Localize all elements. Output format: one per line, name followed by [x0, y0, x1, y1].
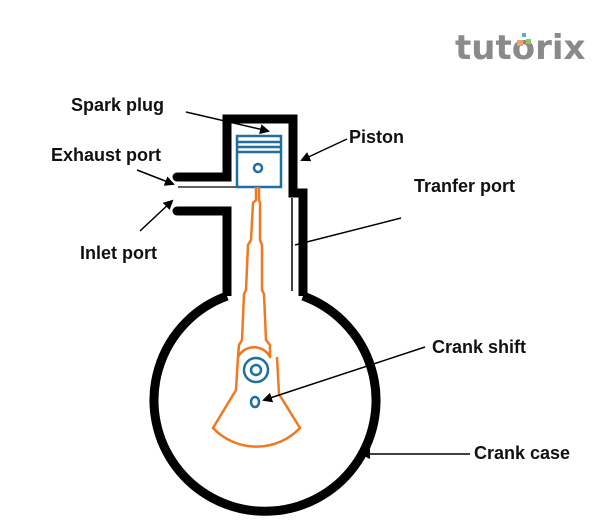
label-spark-plug: Spark plug: [71, 95, 164, 115]
connecting-rod-outline: [236, 187, 272, 359]
cylinder-head-outline: [178, 114, 308, 296]
crank-case-outline: [149, 291, 381, 516]
connecting-rod: [211, 187, 302, 448]
crank-web-outline: [211, 356, 302, 448]
leader-lines: [136, 111, 470, 459]
logo-dot-orange: [517, 40, 523, 46]
spark-plug-leader: [185, 111, 270, 135]
label-piston: Piston: [349, 127, 404, 147]
piston: [235, 134, 283, 189]
logo-dot-blue: [522, 33, 526, 37]
big-end-outer: [242, 356, 270, 384]
piston-leader: [300, 138, 348, 162]
big-end-inner: [249, 363, 263, 377]
engine-body: [149, 114, 381, 516]
exhaust-port-leader: [136, 169, 175, 186]
transfer-port-leader: [294, 217, 402, 246]
crank-shaft-pin: [249, 395, 261, 409]
label-inlet-port: Inlet port: [80, 243, 157, 263]
crank-shaft: [242, 356, 270, 409]
label-transfer-port: Tranfer port: [414, 176, 515, 196]
gudgeon-pin: [252, 162, 264, 174]
crank-shift-leader: [262, 346, 426, 403]
exhaust-port-end: [172, 172, 182, 182]
inlet-port-leader: [139, 199, 174, 232]
logo-dot-green: [526, 39, 531, 44]
logo-text: tutorix: [455, 28, 586, 68]
cylinder-left-wall: [178, 206, 232, 296]
piston-body: [235, 134, 283, 189]
label-crank-shift: Crank shift: [432, 337, 526, 357]
label-crank-case: Crank case: [474, 443, 570, 463]
inlet-port-end: [172, 206, 182, 216]
label-exhaust-port: Exhaust port: [51, 145, 161, 165]
